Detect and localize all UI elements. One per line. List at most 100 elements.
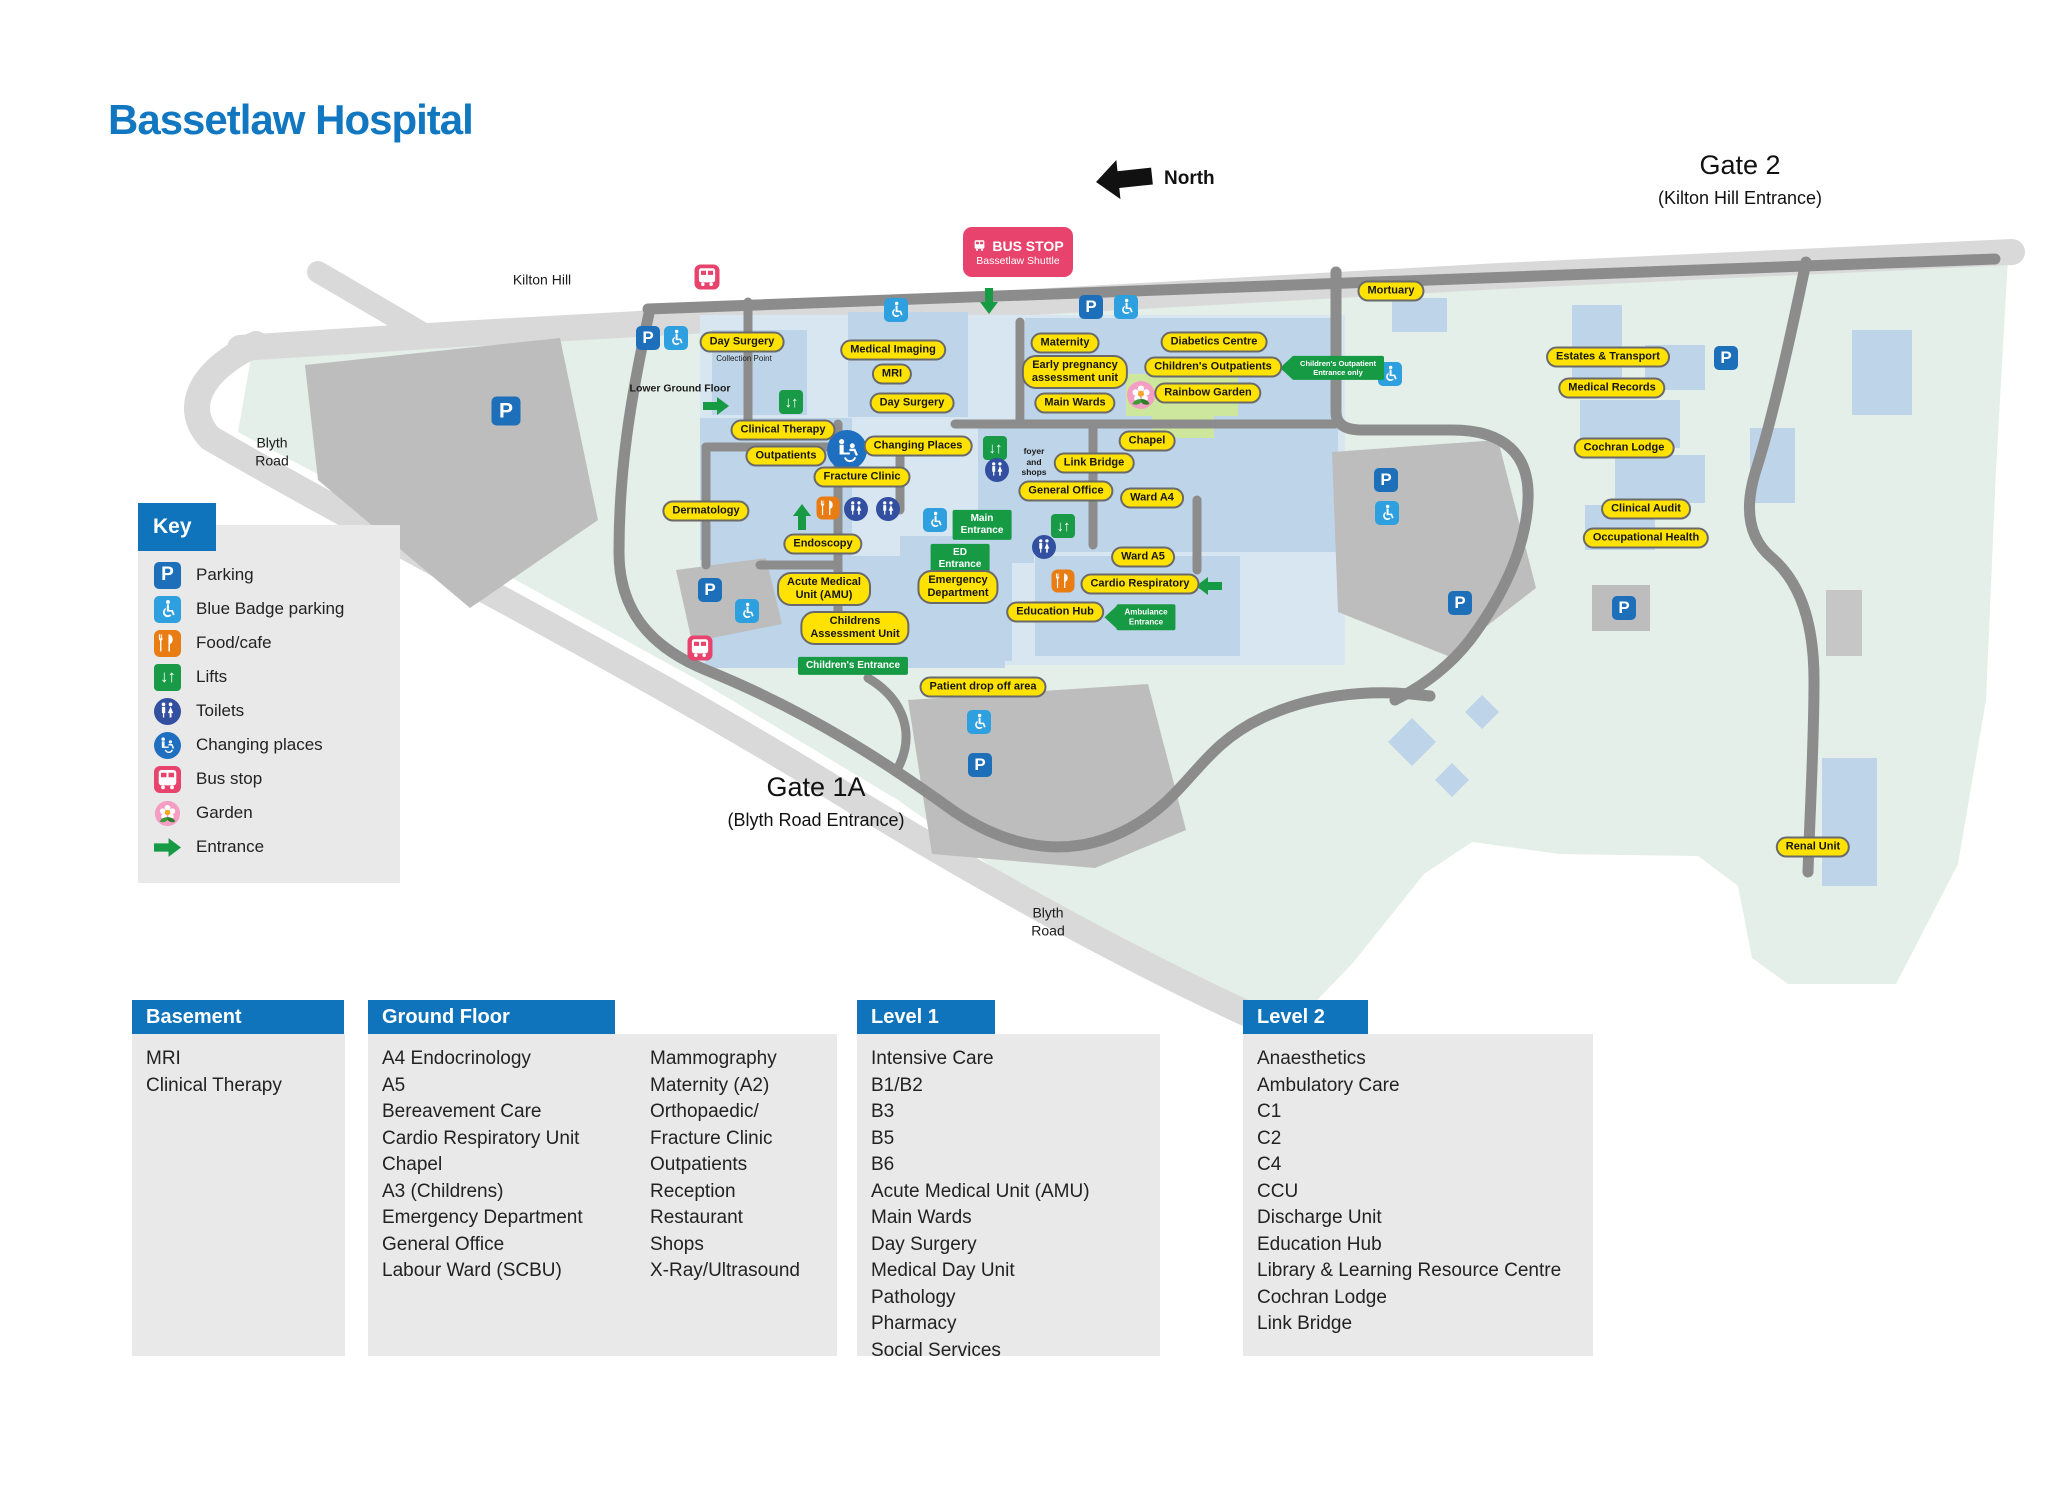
dept-label: Diabetics Centre	[1160, 331, 1268, 353]
dept-label: Outpatients	[745, 445, 827, 467]
road-top-left-stub	[307, 261, 435, 345]
bus-stop-icon	[694, 264, 720, 290]
floor-item: Pathology	[871, 1286, 956, 1308]
floor-item: B6	[871, 1154, 895, 1175]
gate2-label: Gate 2 (Kilton Hill Entrance)	[1657, 150, 1823, 208]
floor-item: Maternity (A2)	[650, 1074, 770, 1096]
lifts-icon: ↓↑	[983, 436, 1007, 460]
changing-places-icon	[827, 430, 867, 470]
dept-label: Early pregnancy assessment unit	[1021, 355, 1129, 389]
key-item-garden: Garden	[154, 799, 400, 827]
floor-item: Labour Ward (SCBU)	[382, 1260, 562, 1281]
toilets-icon	[1032, 535, 1056, 559]
floor-item: Orthopaedic/	[650, 1101, 759, 1122]
dept-label: General Office	[1018, 480, 1114, 502]
garden-icon	[154, 800, 181, 827]
bus-stop-icon	[154, 765, 181, 793]
floor-item: C4	[1257, 1154, 1282, 1175]
key-item-label: Lifts	[196, 667, 228, 686]
dept-label: Clinical Audit	[1601, 498, 1691, 520]
blue-badge-icon	[967, 710, 991, 734]
floor-item: MRI	[146, 1048, 181, 1069]
floor-item: Fracture Clinic	[650, 1127, 773, 1149]
toilets-icon	[154, 697, 181, 725]
parking-icon: P	[1448, 591, 1472, 615]
dept-label: Dermatology	[662, 500, 750, 522]
north-arrow-icon	[1096, 160, 1153, 200]
dept-label: MRI	[871, 363, 913, 385]
dept-label: Children's Outpatients	[1144, 356, 1282, 378]
bus-stop-badge: BUS STOP Bassetlaw Shuttle	[963, 227, 1073, 277]
dept-label: Childrens Assessment Unit	[800, 611, 910, 645]
floor-item: B3	[871, 1101, 895, 1122]
floor-item: Anaesthetics	[1257, 1048, 1366, 1069]
floor-title: Level 1	[857, 1000, 995, 1034]
food-icon	[1051, 569, 1075, 593]
key-item-label: Food/cafe	[196, 633, 272, 652]
parking-icon: P	[1374, 468, 1398, 492]
blue-badge-icon	[735, 599, 759, 623]
map-text: Blyth Road	[1031, 904, 1065, 939]
floor-item: Education Hub	[1257, 1233, 1382, 1255]
gray-buildings	[1826, 590, 1862, 656]
floor-title: Basement	[132, 1000, 344, 1034]
floor-item: B1/B2	[871, 1074, 923, 1096]
floor-item: Cardio Respiratory Unit	[382, 1127, 580, 1149]
map-text: foyer and shops	[1021, 446, 1047, 478]
entrance-label: Ambulance Entrance	[1116, 604, 1176, 630]
parking-icon: P	[636, 326, 660, 350]
parking-icon: P	[491, 396, 521, 426]
blue-badge-icon	[1375, 501, 1399, 525]
dept-label: Cardio Respiratory	[1080, 573, 1200, 595]
floor-item: B5	[871, 1127, 895, 1149]
floor-item: Emergency Department	[382, 1207, 583, 1228]
parking-icon: P	[698, 578, 722, 602]
dept-label: Changing Places	[863, 435, 973, 457]
dept-label: Link Bridge	[1053, 452, 1135, 474]
parking-icon: P	[1612, 596, 1636, 620]
floor-item: Restaurant	[650, 1207, 743, 1228]
floor-item: Acute Medical Unit (AMU)	[871, 1180, 1090, 1202]
dept-label: Maternity	[1030, 332, 1100, 354]
toilets-icon	[844, 497, 868, 521]
floor-item: A5	[382, 1074, 406, 1096]
entrance-label: ED Entrance	[930, 543, 990, 575]
key-item-label: Blue Badge parking	[196, 599, 345, 618]
floor-item: Main Wards	[871, 1207, 972, 1228]
compass-north: North	[1094, 156, 1215, 202]
key-item-label: Garden	[196, 803, 253, 822]
food-icon	[816, 496, 840, 520]
parking-icon: P	[968, 753, 992, 777]
key-item-label: Parking	[196, 565, 254, 584]
floor-item: Chapel	[382, 1154, 443, 1175]
key-item-lifts: ↓↑Lifts	[154, 663, 400, 691]
parking-icon: P	[154, 561, 181, 589]
dept-label: Clinical Therapy	[730, 419, 836, 441]
floor-item: A3 (Childrens)	[382, 1180, 504, 1202]
parking-icon: P	[1714, 346, 1738, 370]
dept-label: Acute Medical Unit (AMU)	[777, 572, 871, 606]
floor-item: Link Bridge	[1257, 1313, 1353, 1334]
dept-label: Chapel	[1118, 430, 1176, 452]
key-item-food: Food/cafe	[154, 629, 400, 657]
key-item-parking: P Parking	[154, 561, 400, 589]
floor-item: Social Services	[871, 1339, 1001, 1361]
floor-item: Cochran Lodge	[1257, 1286, 1387, 1308]
dept-label: Patient drop off area	[919, 676, 1047, 698]
road-blyth	[184, 331, 1301, 1045]
dept-label: Day Surgery	[869, 392, 955, 414]
entrance-arrow-down-icon	[976, 288, 1002, 314]
parking-areas	[305, 338, 1650, 868]
floor-item: X-Ray/Ultrasound	[650, 1260, 800, 1281]
dept-label: Medical Records	[1558, 377, 1666, 399]
key-item-changing-places: Changing places	[154, 731, 400, 759]
floor-item: Ambulatory Care	[1257, 1074, 1400, 1096]
dept-label: Fracture Clinic	[813, 466, 911, 488]
